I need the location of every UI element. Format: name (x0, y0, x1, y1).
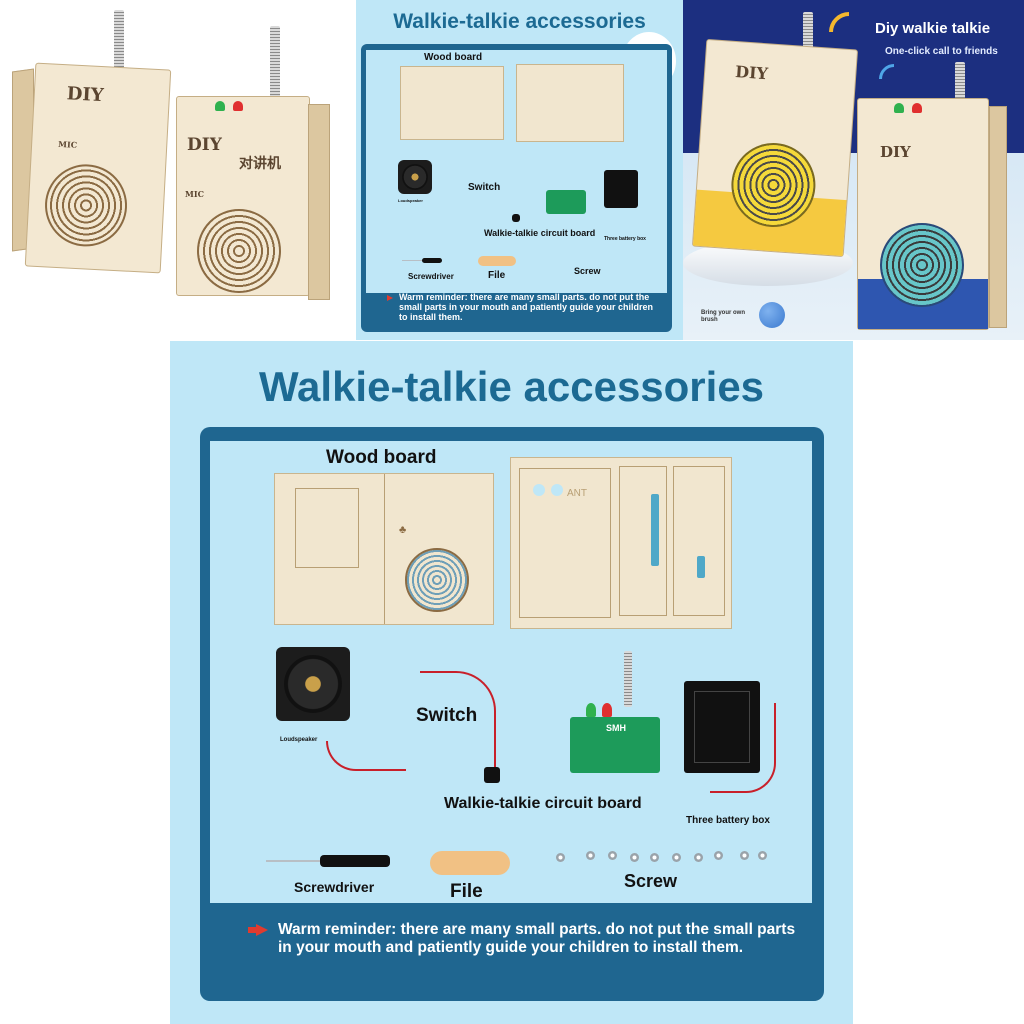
panel-title: Walkie-talkie accessories (258, 363, 765, 410)
screw (608, 851, 617, 860)
green-led (586, 703, 596, 717)
speaker-grille (880, 223, 964, 307)
promo-panel: Diy walkie talkie One-click call to frie… (683, 0, 1024, 340)
wood-board (400, 66, 504, 140)
screw (694, 853, 703, 862)
red-led (233, 101, 243, 111)
label-battery-box: Three battery box (604, 236, 646, 242)
screw (650, 853, 659, 862)
box-front-left: DIY MIC (24, 62, 172, 274)
reminder-arrow (256, 924, 268, 936)
box-front-right: DIY 对讲机 MIC (176, 96, 310, 296)
wood-board (516, 64, 624, 142)
ant-text: ANT (567, 488, 587, 499)
label-wood-board: Wood board (424, 52, 483, 63)
reminder-text: Warm reminder: there are many small part… (278, 921, 796, 956)
screw (630, 853, 639, 862)
label-switch: Switch (468, 182, 501, 193)
label-screwdriver: Screwdriver (294, 879, 375, 895)
screw (586, 851, 595, 860)
label-file: File (450, 881, 483, 902)
screw (672, 853, 681, 862)
accessories-inner: Wood board ♣ ANT (210, 441, 812, 903)
reminder-arrow (387, 295, 393, 301)
panel-title: Walkie-talkie accessories (393, 10, 646, 33)
loudspeaker (276, 647, 350, 721)
loudspeaker (398, 160, 432, 194)
wood-board-parts: ANT (510, 457, 732, 629)
speaker-grille (197, 209, 281, 293)
circuit-board: SMH (570, 717, 660, 773)
file (478, 256, 516, 266)
antenna-spring (955, 62, 965, 102)
wood-board-front: ♣ (274, 473, 494, 625)
antenna-spring (114, 10, 124, 76)
paint-ball (759, 302, 785, 328)
mic-text: MIC (185, 189, 204, 199)
screw (556, 853, 565, 862)
circuit-board (546, 190, 586, 214)
box-side (308, 104, 330, 300)
label-screw: Screw (624, 871, 678, 891)
screwdriver (320, 855, 390, 867)
promo-subtitle: One-click call to friends (885, 46, 998, 57)
label-screw: Screw (574, 266, 601, 276)
battery-wire (710, 703, 776, 793)
screw (758, 851, 767, 860)
screw (714, 851, 723, 860)
diy-text: DIY (734, 62, 769, 84)
screwdriver (422, 258, 442, 263)
screw (740, 851, 749, 860)
speaker-grille (42, 162, 130, 249)
promo-box-left: DIY (691, 38, 859, 258)
switch (512, 214, 520, 222)
antenna-spring (803, 12, 813, 56)
diy-text: DIY (66, 83, 105, 107)
reminder-text: Warm reminder: there are many small part… (399, 292, 654, 322)
mic-text: MIC (57, 138, 78, 150)
accessories-panel-large: Walkie-talkie accessories Wood board ♣ A… (170, 341, 853, 1024)
promo-box-right: DIY (857, 98, 989, 330)
speaker-wire (326, 741, 406, 771)
diy-text: DIY (880, 143, 911, 161)
label-circuit-board: Walkie-talkie circuit board (444, 795, 642, 812)
label-battery-box: Three battery box (686, 815, 770, 826)
accessories-inner: Wood board Loudspeaker Switch Walkie-tal… (366, 50, 667, 293)
diy-text: DIY (187, 135, 222, 155)
cn-text: 对讲机 (239, 156, 281, 172)
label-circuit-board: Walkie-talkie circuit board (484, 228, 596, 238)
label-loudspeaker: Loudspeaker (280, 737, 318, 743)
switch (484, 767, 500, 783)
label-screwdriver: Screwdriver (408, 272, 454, 281)
antenna-spring (270, 26, 280, 98)
file (430, 851, 510, 875)
label-wood-board: Wood board (326, 447, 437, 468)
accessories-frame: Wood board Loudspeaker Switch Walkie-tal… (361, 44, 672, 332)
antenna-spring (624, 651, 632, 707)
accessories-panel-small: Walkie-talkie accessories Wood board Lou… (356, 0, 683, 340)
brush-note: Bring your own brush (701, 310, 745, 323)
mic-icon: ♣ (399, 524, 407, 536)
switch-wire (420, 671, 496, 767)
red-led (602, 703, 612, 717)
speaker-grille (405, 548, 469, 612)
label-loudspeaker: Loudspeaker (398, 198, 423, 203)
pcb-text: SMH (606, 723, 626, 733)
signal-icon (872, 57, 916, 101)
battery-box (604, 170, 638, 208)
accessories-frame: Wood board ♣ ANT (200, 427, 824, 1001)
label-file: File (488, 270, 506, 281)
screwdriver-shaft (266, 860, 322, 862)
promo-title: Diy walkie talkie (875, 20, 991, 37)
green-led (215, 101, 225, 111)
product-photo-boxes: DIY MIC DIY 对讲机 MIC (0, 0, 342, 340)
